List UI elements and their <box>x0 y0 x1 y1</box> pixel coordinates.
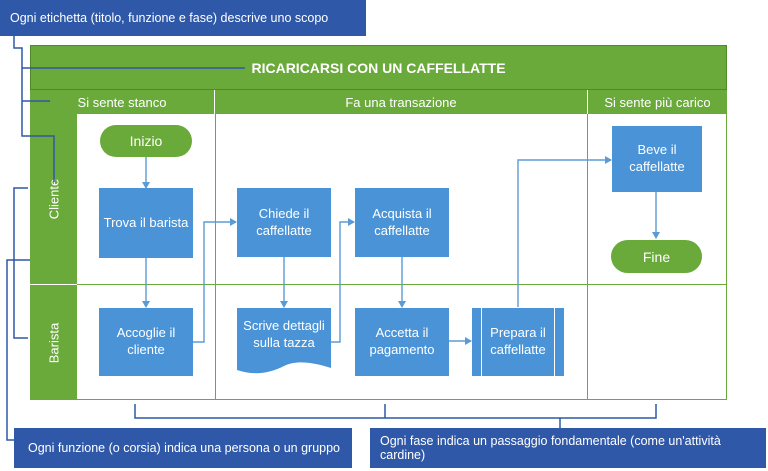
node-find-barista-label: Trova il barista <box>103 214 189 230</box>
phase-header-3-label: Si sente più carico <box>604 94 711 110</box>
phase-header-2-label: Fa una transazione <box>345 94 457 110</box>
bracket-lanes <box>13 187 28 339</box>
phase-divider-2 <box>587 114 588 400</box>
node-accept-payment: Accetta il pagamento <box>355 308 449 376</box>
diagram-title-text: RICARICARSI CON UN CAFFELLATTE <box>251 59 506 76</box>
node-buy-latte-label: Acquista il caffellatte <box>372 205 432 238</box>
phase-header-1-label: Si sente stanco <box>77 94 167 110</box>
node-accept-payment-label: Accetta il pagamento <box>369 325 435 357</box>
phase-header-1: Si sente stanco <box>30 90 215 114</box>
callout-lanes-text: Ogni funzione (o corsia) indica una pers… <box>28 441 341 455</box>
callout-phases-text: Ogni fase indica un passaggio fondamenta… <box>380 434 721 462</box>
node-ask-latte: Chiede il caffellatte <box>237 188 331 257</box>
node-find-barista: Trova il barista <box>99 188 193 258</box>
bracket-phases-bottom <box>134 404 657 428</box>
node-end-label: Fine <box>642 248 671 265</box>
node-prepare-latte-bar-left <box>481 308 482 376</box>
phase-divider-1 <box>215 114 216 400</box>
node-drink-latte: Beve il caffellatte <box>612 126 702 192</box>
arrow-welcome-to-ask <box>193 218 237 343</box>
bracket-left-callout <box>6 259 30 441</box>
node-prepare-latte-label: Prepara il caffellatte <box>490 325 546 357</box>
node-end: Fine <box>611 240 702 273</box>
callout-labels: Ogni etichetta (titolo, funzione e fase)… <box>0 0 366 36</box>
phase-header-2: Fa una transazione <box>215 90 588 114</box>
callout-labels-text: Ogni etichetta (titolo, funzione e fase)… <box>10 11 329 25</box>
node-welcome-client-label: Accoglie il cliente <box>116 325 176 357</box>
node-write-details-label: Scrive dettagli sulla tazza <box>243 318 325 350</box>
node-drink-latte-label: Beve il caffellatte <box>629 142 685 174</box>
callout-phases: Ogni fase indica un passaggio fondamenta… <box>370 428 766 468</box>
arrow-prepare-to-drink <box>517 156 612 307</box>
bracket-top-callout <box>13 36 55 182</box>
node-welcome-client: Accoglie il cliente <box>99 308 193 376</box>
arrow-write-to-buy <box>331 218 355 343</box>
node-buy-latte: Acquista il caffellatte <box>355 188 449 257</box>
node-prepare-latte: Prepara il caffellatte <box>472 308 564 376</box>
callout-lanes: Ogni funzione (o corsia) indica una pers… <box>14 428 352 468</box>
node-prepare-latte-bar-right <box>554 308 555 376</box>
node-ask-latte-label: Chiede il caffellatte <box>256 205 312 238</box>
lane-header-barista: Barista <box>30 285 77 400</box>
phase-header-3: Si sente più carico <box>588 90 727 114</box>
node-write-details: Scrive dettagli sulla tazza <box>237 310 331 360</box>
node-start: Inizio <box>100 125 192 157</box>
node-start-label: Inizio <box>129 133 163 149</box>
